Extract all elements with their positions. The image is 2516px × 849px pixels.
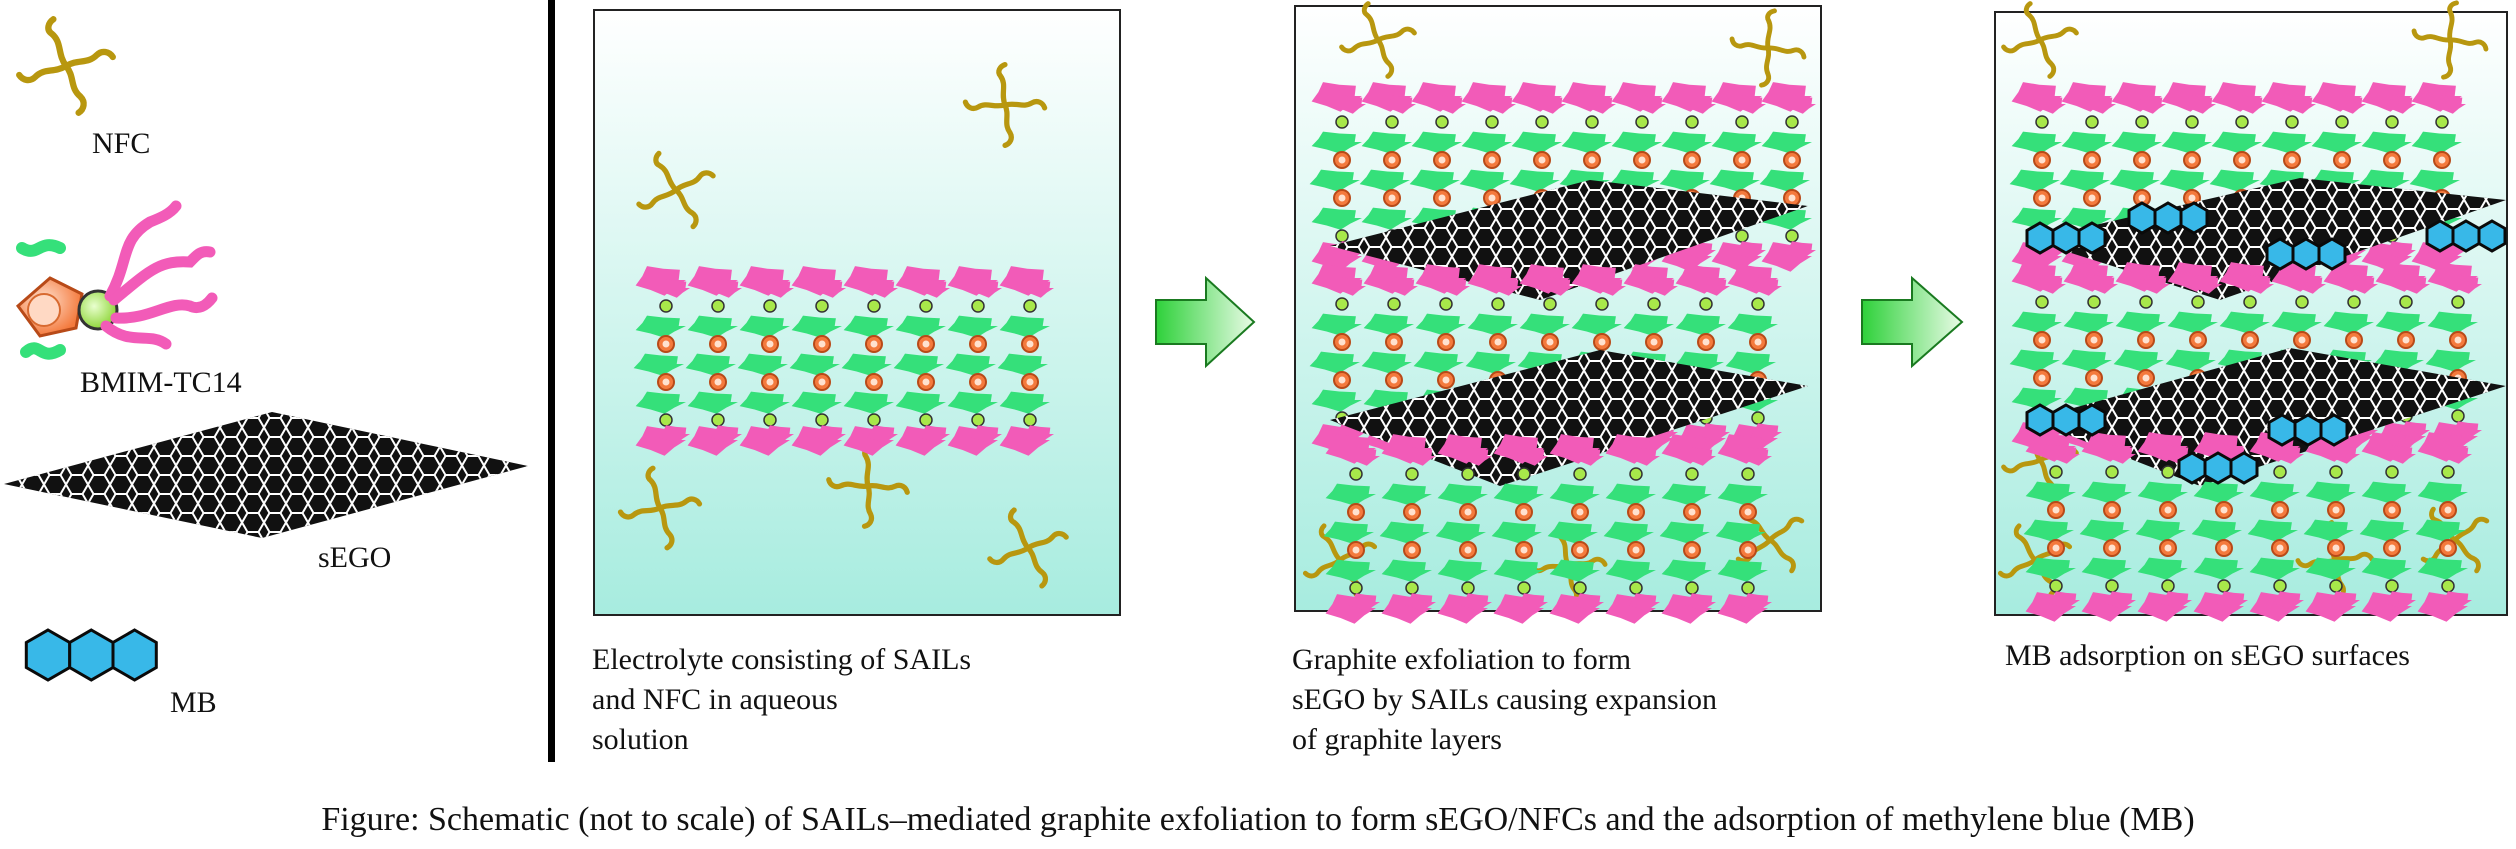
caption-adsorption: MB adsorption on sEGO surfaces	[2005, 636, 2410, 676]
vertical-divider	[548, 0, 555, 762]
nfc-fiber	[16, 16, 116, 116]
nfc-fiber	[962, 61, 1048, 149]
methylene-blue	[2025, 403, 2107, 437]
methylene-blue	[2265, 237, 2347, 271]
methylene-blue	[2025, 221, 2107, 255]
process-arrow-1	[1155, 275, 1256, 369]
caption-exfoliation-line: of graphite layers	[1292, 723, 1502, 756]
nfc-fiber	[2001, 1, 2079, 79]
sego-sheet-icon	[4, 412, 528, 538]
caption-exfoliation-line: sEGO by SAILs causing expansion	[1292, 683, 1717, 716]
bmim-tc14-icon	[15, 200, 218, 360]
methylene-blue	[2127, 201, 2209, 235]
sail-bilayer	[633, 266, 1054, 456]
caption-adsorption-line: MB adsorption on sEGO surfaces	[2005, 639, 2410, 672]
legend-label-nfc: NFC	[92, 127, 151, 160]
nfc-fiber	[1729, 8, 1807, 88]
panel-electrolyte	[593, 9, 1121, 616]
methylene-blue	[2177, 451, 2259, 485]
nfc-fiber-icon	[16, 16, 116, 116]
caption-electrolyte-line: Electrolyte consisting of SAILs	[592, 643, 972, 676]
nfc-fiber	[1339, 1, 1417, 79]
methylene-blue-icon	[24, 628, 158, 682]
legend-label-mb: MB	[170, 686, 217, 719]
methylene-blue	[24, 628, 158, 682]
legend-label-bmim-tc14: BMIM-TC14	[80, 366, 242, 399]
nfc-fiber	[987, 507, 1069, 589]
figure-caption: Figure: Schematic (not to scale) of SAIL…	[321, 801, 2195, 838]
nfc-fiber	[826, 443, 910, 529]
sail-bilayer	[2023, 432, 2472, 622]
nfc-fiber	[636, 150, 716, 230]
caption-exfoliation: Graphite exfoliation to form sEGO by SAI…	[1292, 640, 1717, 760]
caption-electrolyte: Electrolyte consisting of SAILs and NFC …	[592, 640, 971, 760]
sail-bilayer	[1323, 434, 1772, 624]
caption-electrolyte-line: solution	[592, 723, 689, 756]
methylene-blue	[2425, 219, 2507, 253]
process-arrow-2	[1861, 275, 1964, 369]
nfc-fiber	[617, 465, 703, 551]
methylene-blue	[2267, 413, 2349, 447]
legend-label-sego: sEGO	[318, 541, 392, 574]
caption-electrolyte-line: and NFC in aqueous	[592, 683, 838, 716]
nfc-fiber	[2411, 0, 2489, 80]
caption-exfoliation-line: Graphite exfoliation to form	[1292, 643, 1632, 676]
